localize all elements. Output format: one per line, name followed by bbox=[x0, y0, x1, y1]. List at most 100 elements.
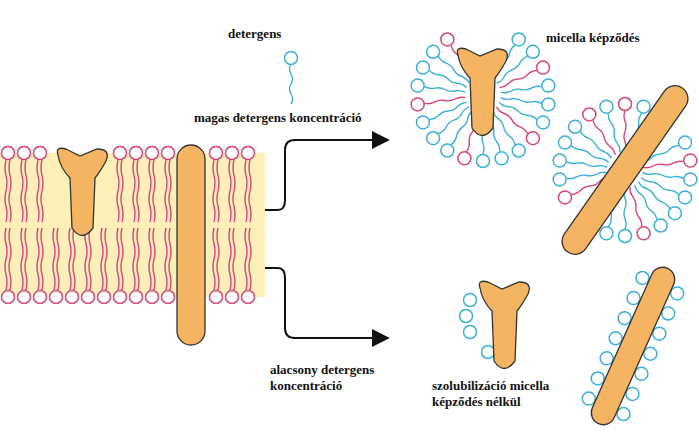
polar-head bbox=[416, 116, 429, 129]
lipid-tail bbox=[249, 160, 251, 222]
peripheral-protein bbox=[479, 281, 529, 368]
polar-head bbox=[226, 291, 239, 304]
polar-head bbox=[591, 372, 604, 385]
polar-head bbox=[679, 136, 692, 149]
polar-head bbox=[441, 33, 454, 46]
transmembrane-protein bbox=[177, 145, 205, 345]
lipid-tail bbox=[121, 160, 123, 222]
peripheral-protein bbox=[57, 148, 107, 235]
lipid-tail bbox=[25, 160, 27, 222]
polar-head bbox=[427, 45, 440, 58]
caption-label: micella képződés bbox=[546, 30, 640, 46]
peripheral-protein bbox=[457, 48, 507, 135]
lipid-tail bbox=[499, 103, 536, 120]
polar-head bbox=[526, 132, 539, 145]
polar-head bbox=[34, 291, 47, 304]
lipid-tail bbox=[169, 160, 171, 222]
polar-head bbox=[558, 136, 571, 149]
polar-head bbox=[684, 173, 697, 186]
lipid-tail bbox=[105, 228, 107, 290]
polar-head bbox=[537, 116, 550, 129]
lipid-tail bbox=[429, 103, 466, 120]
polar-head bbox=[2, 291, 15, 304]
lipid-tail bbox=[37, 160, 39, 222]
lipid-tail bbox=[217, 160, 219, 222]
polar-head bbox=[18, 291, 31, 304]
polar-head bbox=[558, 191, 571, 204]
polar-head bbox=[679, 191, 692, 204]
polar-head bbox=[210, 291, 223, 304]
polar-head bbox=[637, 227, 650, 240]
lipid-tail bbox=[438, 107, 469, 134]
polar-head bbox=[226, 147, 239, 160]
lipid-tail bbox=[121, 228, 123, 290]
lipid-tail bbox=[641, 178, 678, 195]
polar-head bbox=[542, 79, 555, 92]
transmembrane-protein bbox=[587, 263, 678, 428]
polar-head bbox=[553, 173, 566, 186]
lipid-tail bbox=[41, 160, 43, 222]
arrow bbox=[265, 268, 388, 338]
lipid-tail bbox=[149, 228, 151, 290]
caption-label: alacsony detergens koncentráció bbox=[270, 362, 420, 394]
polar-head bbox=[242, 147, 255, 160]
lipid-tail bbox=[165, 160, 167, 222]
lipid-tail bbox=[133, 160, 135, 222]
lipid-tail bbox=[69, 228, 71, 290]
lipid-tail bbox=[567, 162, 608, 168]
polar-head bbox=[458, 152, 471, 165]
lipid-tail bbox=[639, 182, 670, 209]
polar-head bbox=[569, 120, 582, 133]
polar-head bbox=[626, 387, 639, 400]
lipid-tail bbox=[21, 228, 23, 290]
polar-head bbox=[600, 352, 613, 365]
lipid-tail bbox=[425, 97, 466, 104]
lipid-tail bbox=[429, 70, 466, 87]
polar-head bbox=[482, 346, 495, 359]
lipid-tail bbox=[497, 107, 528, 134]
lipid-tail bbox=[290, 64, 293, 104]
lipid-tail bbox=[25, 228, 27, 290]
polar-head bbox=[553, 154, 566, 167]
polar-head bbox=[18, 147, 31, 160]
polar-head bbox=[537, 61, 550, 74]
lipid-tail bbox=[101, 228, 103, 290]
lipid-tail bbox=[571, 145, 608, 162]
polar-head bbox=[526, 45, 539, 58]
polar-head bbox=[600, 100, 613, 113]
caption-label: detergens bbox=[228, 26, 281, 42]
lipid-tail bbox=[57, 228, 59, 290]
polar-head bbox=[411, 79, 424, 92]
lipid-tail bbox=[137, 228, 139, 290]
polar-head bbox=[627, 292, 640, 305]
polar-head bbox=[636, 271, 649, 284]
lipid-tail bbox=[425, 87, 466, 93]
transmembrane-protein bbox=[557, 81, 693, 260]
lipid-tail bbox=[213, 228, 215, 290]
lipid-tail bbox=[499, 70, 536, 87]
lipid-tail bbox=[9, 228, 11, 290]
lipid-tail bbox=[53, 228, 55, 290]
lipid-tail bbox=[153, 228, 155, 290]
polar-head bbox=[146, 291, 159, 304]
lipid-tail bbox=[149, 160, 151, 222]
polar-head bbox=[82, 291, 95, 304]
polar-head bbox=[210, 147, 223, 160]
lipid-tail bbox=[630, 187, 642, 226]
lipid-tail bbox=[73, 228, 75, 290]
micelle bbox=[411, 33, 555, 168]
lipid-tail bbox=[37, 228, 39, 290]
lipid-tail bbox=[213, 160, 215, 222]
polar-head bbox=[130, 147, 143, 160]
polar-head bbox=[114, 147, 127, 160]
polar-head bbox=[34, 147, 47, 160]
polar-head bbox=[162, 291, 175, 304]
lipid-tail bbox=[41, 228, 43, 290]
lipid-tail bbox=[117, 160, 119, 222]
caption-label: magas detergens koncentráció bbox=[194, 110, 362, 126]
polar-head bbox=[619, 230, 632, 243]
lipid-tail bbox=[21, 160, 23, 222]
lipid-tail bbox=[245, 228, 247, 290]
lipid-tail bbox=[9, 160, 11, 222]
polar-head bbox=[619, 98, 632, 111]
